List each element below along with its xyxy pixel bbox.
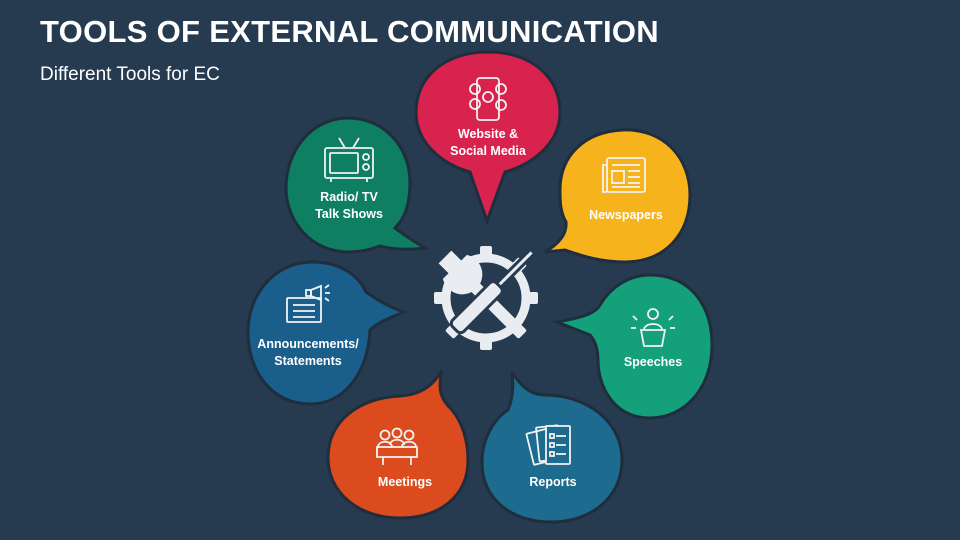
bubble-newspapers — [544, 128, 692, 264]
speaker-podium-icon — [631, 308, 675, 347]
bubble-shape — [414, 50, 562, 226]
label-line: Social Media — [450, 144, 526, 158]
label-website-social-media: Website & Social Media — [428, 126, 548, 160]
bubble-shape — [326, 369, 470, 520]
bubble-meetings — [326, 369, 470, 520]
bubble-shape — [544, 128, 692, 264]
bubble-shape — [551, 273, 714, 420]
label-line: Announcements/ — [257, 337, 359, 351]
label-line: Radio/ TV — [320, 190, 378, 204]
report-documents-icon — [525, 424, 571, 466]
megaphone-board-icon — [286, 284, 330, 323]
label-line: Speeches — [623, 355, 683, 369]
newspaper-icon — [602, 157, 646, 193]
label-radio-tv-talk-shows: Radio/ TV Talk Shows — [289, 189, 409, 223]
label-line: Meetings — [377, 475, 433, 489]
label-line: Reports — [529, 475, 577, 489]
gear-wrench-screwdriver-icon — [434, 246, 538, 350]
label-line: Website & — [457, 127, 519, 141]
bubble-radio-tv-talk-shows — [284, 116, 430, 254]
label-reports: Reports — [493, 474, 613, 491]
bubble-website-social-media — [414, 50, 562, 226]
label-line: Statements — [274, 354, 342, 368]
label-meetings: Meetings — [345, 474, 465, 491]
slide-title: TOOLS OF EXTERNAL COMMUNICATION — [40, 14, 659, 49]
label-announcements-statements: Announcements/ Statements — [246, 336, 370, 370]
bubble-shape — [284, 116, 430, 254]
slide-subtitle: Different Tools for EC — [40, 64, 220, 85]
label-speeches: Speeches — [593, 354, 713, 371]
label-newspapers: Newspapers — [566, 207, 686, 224]
television-icon — [324, 137, 374, 182]
bubble-shape — [246, 260, 409, 406]
smartphone-social-icon — [469, 77, 507, 121]
meeting-table-icon — [376, 427, 418, 465]
bubble-speeches — [551, 273, 714, 420]
bubble-announcements-statements — [246, 260, 409, 406]
label-line: Talk Shows — [315, 207, 383, 221]
label-line: Newspapers — [589, 208, 663, 222]
